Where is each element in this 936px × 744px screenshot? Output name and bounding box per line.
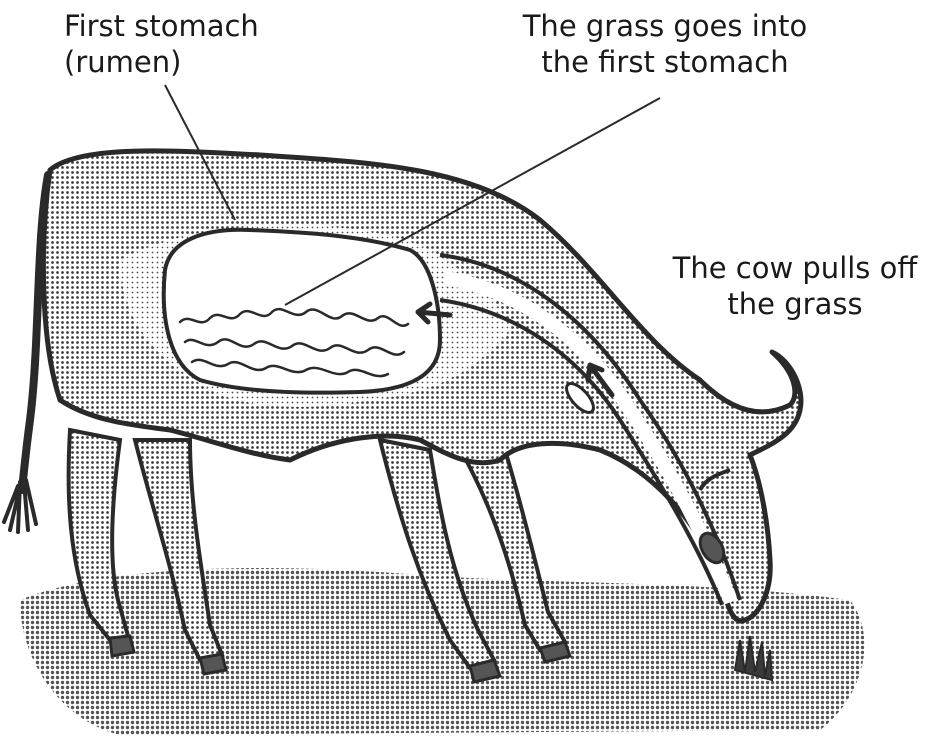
label-cow-pulls-grass-line2: the grass <box>652 286 936 322</box>
label-first-stomach-line1: First stomach <box>64 8 259 44</box>
label-first-stomach: First stomach (rumen) <box>64 8 259 80</box>
tail-tuft <box>4 478 36 532</box>
label-cow-pulls-grass-line1: The cow pulls off <box>652 250 936 286</box>
label-grass-into-stomach: The grass goes into the first stomach <box>500 8 830 80</box>
label-grass-into-stomach-line1: The grass goes into <box>500 8 830 44</box>
rumen-stomach <box>164 230 440 393</box>
label-first-stomach-line2: (rumen) <box>64 44 259 80</box>
label-cow-pulls-grass: The cow pulls off the grass <box>652 250 936 322</box>
label-grass-into-stomach-line2: the first stomach <box>500 44 830 80</box>
